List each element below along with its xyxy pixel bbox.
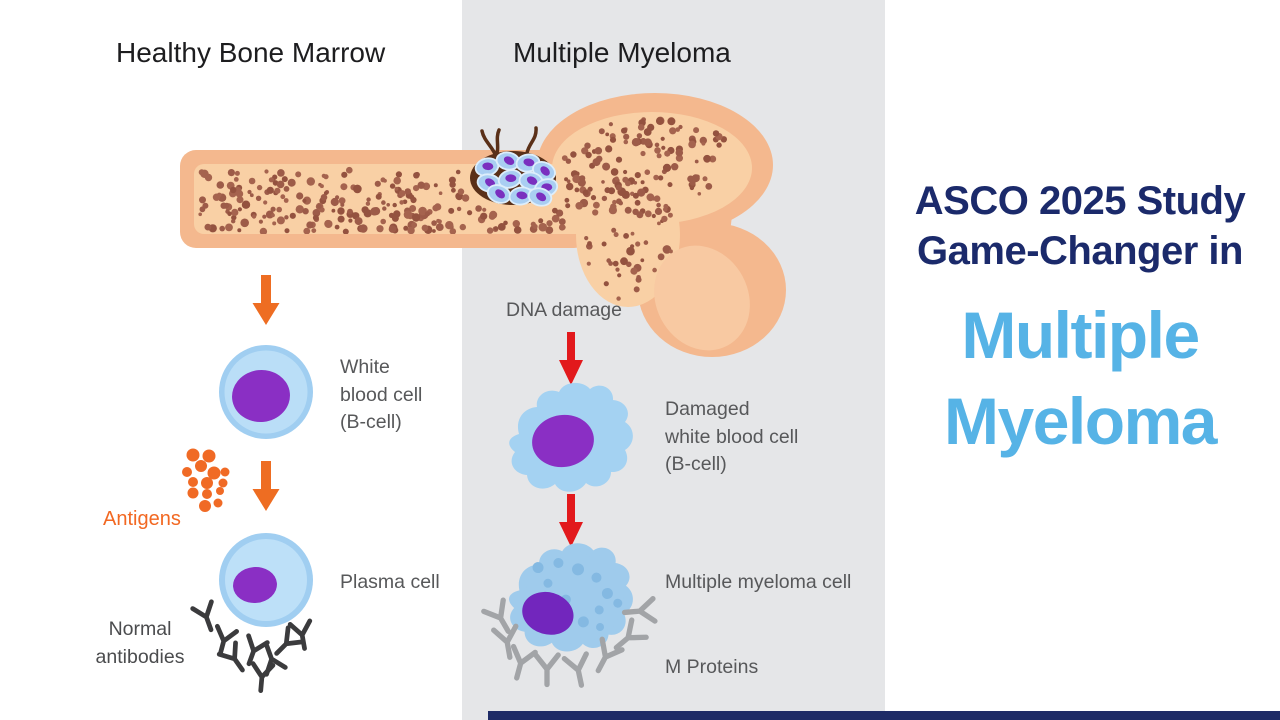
damaged-cell-illustration <box>509 382 633 492</box>
white-blood-cell-label: White blood cell (B-cell) <box>340 356 423 433</box>
myeloma-heading: Multiple Myeloma <box>513 37 731 68</box>
down-arrow-icon <box>252 461 280 511</box>
title-line-2: Game-Changer in <box>917 229 1243 273</box>
plasma-cell-label: Plasma cell <box>340 571 440 593</box>
normal-antibodies-label: Normal antibodies <box>95 618 185 668</box>
bone-crack-icon <box>525 126 538 155</box>
bottom-accent-bar <box>488 711 1280 720</box>
down-arrow-icon <box>559 494 583 547</box>
plasma-cell-illustration <box>219 533 313 627</box>
bone-head-highlight <box>654 245 750 351</box>
bone-illustration <box>180 93 786 357</box>
title-line-4: Myeloma <box>944 384 1217 458</box>
white-blood-cell-illustration <box>219 345 313 439</box>
title-line-1: ASCO 2025 Study <box>914 179 1246 223</box>
tumor-cluster <box>470 126 559 207</box>
title-block: ASCO 2025 Study Game-Changer in Multiple… <box>880 176 1280 464</box>
myeloma-cell-illustration <box>508 543 633 652</box>
healthy-heading: Healthy Bone Marrow <box>116 37 386 68</box>
antigens-label: Antigens <box>103 508 181 530</box>
m-proteins-label: M Proteins <box>665 656 759 678</box>
antigen-dots <box>182 448 230 512</box>
dna-damage-label: DNA damage <box>506 299 622 321</box>
down-arrow-icon <box>559 332 583 385</box>
marrow-speckles <box>198 116 727 301</box>
myeloma-cell-label: Multiple myeloma cell <box>665 571 852 593</box>
down-arrow-icon <box>252 275 280 325</box>
damaged-cell-label: Damaged white blood cell (B-cell) <box>665 398 799 475</box>
title-line-3: Multiple <box>961 298 1200 372</box>
